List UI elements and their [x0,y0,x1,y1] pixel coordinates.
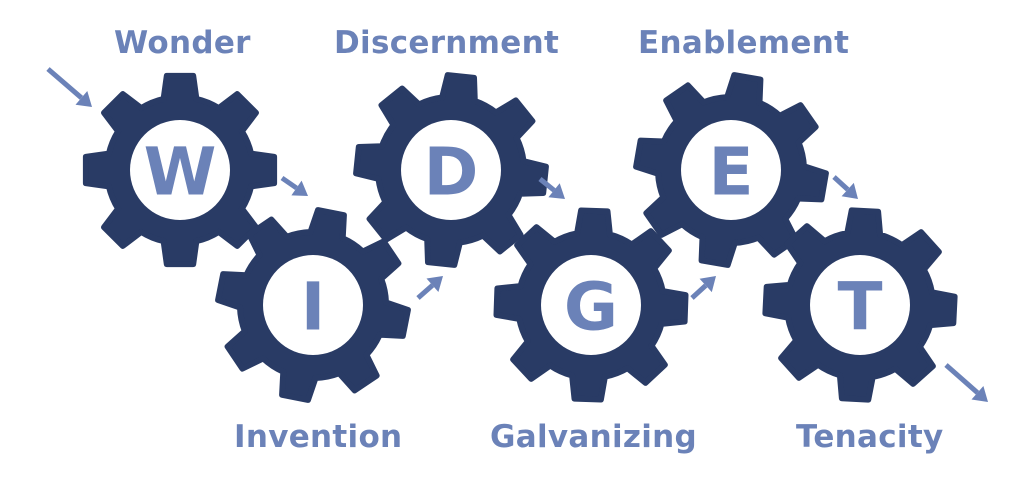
label-wonder: Wonder [114,25,251,61]
arrow-icon [280,175,308,196]
arrow-icon [416,276,443,300]
gear-letter: D [424,134,479,211]
gear-hole [401,120,501,220]
label-discernment: Discernment [334,25,560,61]
gear-hole [681,120,781,220]
gear-i: I [215,207,411,403]
label-galvanizing: Galvanizing [490,419,698,455]
gear-e: E [633,72,829,268]
gear-hole [130,120,230,220]
gear-t: T [762,207,958,403]
gear-hole [541,255,641,355]
label-enablement: Enablement [638,25,850,61]
gear-letter: W [144,134,217,211]
gear-letter: I [301,269,326,346]
gear-letter: G [564,269,618,346]
arrow-icon [46,67,92,107]
gear-hole [263,255,363,355]
gear-letter: T [837,269,882,346]
gear-w: W [82,72,278,268]
arrow-icon [944,363,988,402]
label-invention: Invention [234,419,403,455]
gear-hole [810,255,910,355]
gear-letter: E [708,134,753,211]
arrow-icon [538,177,565,199]
gear-d: D [353,72,549,268]
gear-g: G [493,207,689,403]
arrow-icon [690,276,716,300]
arrow-icon [832,175,858,199]
label-tenacity: Tenacity [796,419,944,455]
